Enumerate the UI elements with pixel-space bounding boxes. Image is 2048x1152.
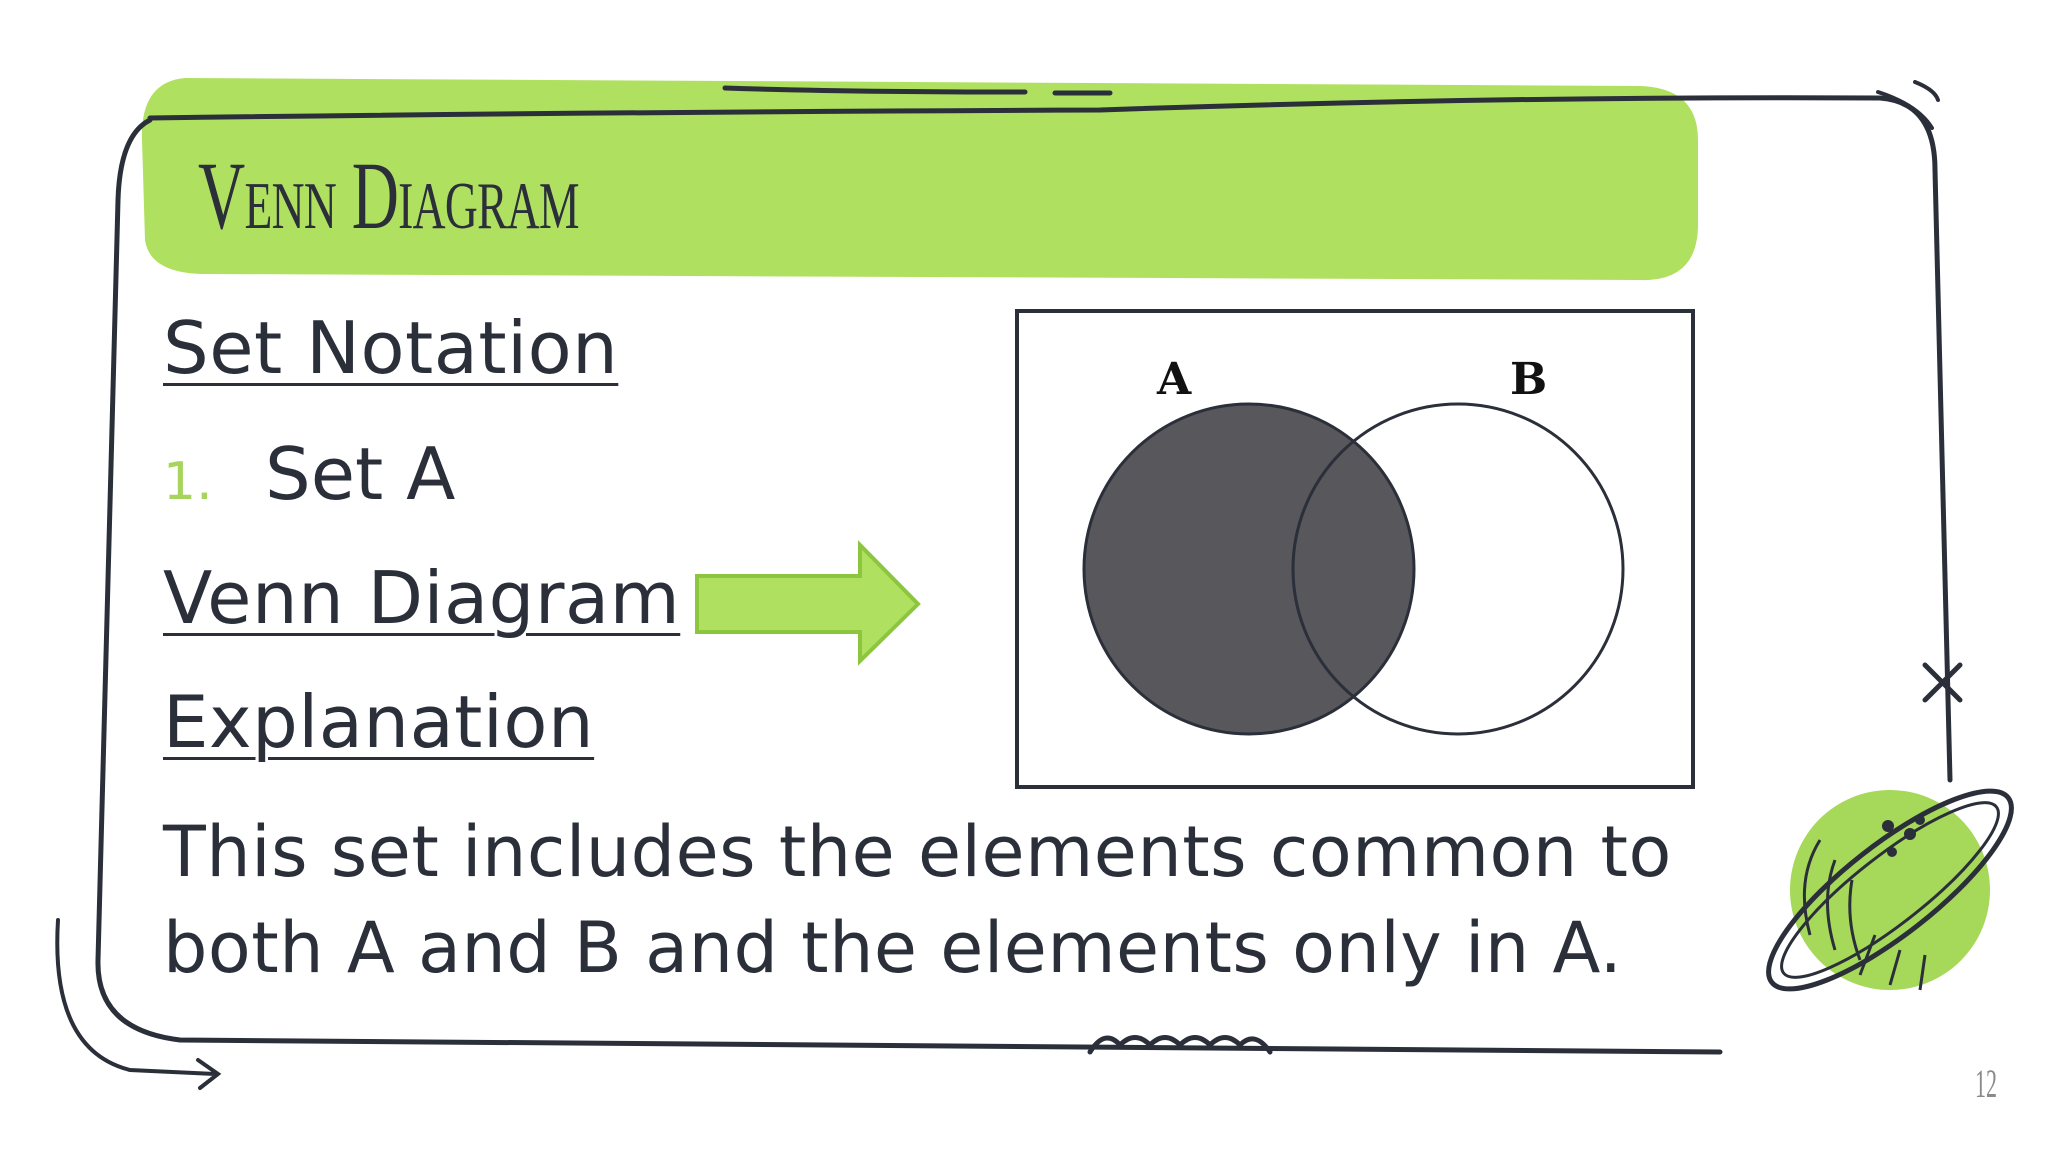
set-notation-link[interactable]: Set Notation: [163, 306, 619, 390]
explanation-link[interactable]: Explanation: [163, 680, 595, 764]
list-item-set-a: Set A: [265, 432, 456, 516]
cross-mark: [1922, 662, 1963, 703]
frame-squiggle: [1087, 1035, 1273, 1055]
corner-arrow: [55, 918, 222, 1090]
venn-diagram-link[interactable]: Venn Diagram: [163, 556, 681, 640]
slide-title: Venn Diagram: [198, 142, 580, 249]
green-arrow: [695, 540, 921, 666]
frame-corner-marks: [1876, 80, 1940, 130]
explanation-text: This set includes the elements common to…: [163, 811, 1672, 989]
venn-circle-b: [1291, 402, 1625, 736]
planet-illustration: [1766, 788, 2014, 992]
page-number: 12: [1975, 1061, 1997, 1106]
venn-label-a: A: [1156, 354, 1192, 405]
venn-label-b: B: [1510, 354, 1547, 405]
title-banner: [141, 78, 1699, 281]
list-number: 1.: [163, 452, 213, 512]
frame-outline: [95, 117, 1723, 1055]
frame-top-line: [147, 95, 1953, 783]
venn-circle-a: [1082, 402, 1416, 736]
frame-top-accent: [722, 85, 1113, 96]
venn-diagram: A B: [1015, 309, 1695, 789]
